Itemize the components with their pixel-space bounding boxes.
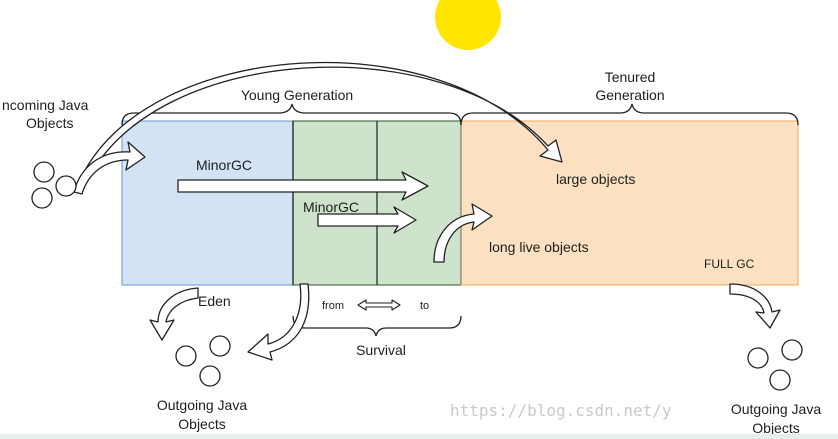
sun-circle bbox=[435, 0, 501, 50]
large-objects-label: large objects bbox=[556, 171, 635, 187]
outgoing-object bbox=[175, 345, 197, 367]
long-live-objects-label: long live objects bbox=[489, 239, 589, 255]
eden-region bbox=[121, 120, 294, 286]
outgoing-java-objects-right-label-2: Objects bbox=[752, 420, 799, 436]
outgoing-object bbox=[769, 369, 791, 391]
young-generation-label: Young Generation bbox=[241, 87, 353, 103]
tenured-region bbox=[460, 120, 799, 286]
tenured-generation-label: Tenured bbox=[605, 69, 656, 85]
eden-out-arrow bbox=[149, 287, 199, 341]
outgoing-object bbox=[209, 335, 231, 357]
promotion-arrow bbox=[433, 203, 493, 263]
survivor-out-arrow bbox=[247, 283, 310, 361]
outgoing-java-objects-left-label: Outgoing Java bbox=[157, 397, 247, 413]
incoming-java-objects-label-2: Objects bbox=[26, 115, 73, 131]
incoming-object bbox=[33, 161, 55, 183]
from-to-double-arrow bbox=[357, 299, 401, 311]
full-gc-out-arrow bbox=[729, 283, 781, 329]
to-label: to bbox=[420, 300, 429, 312]
large-objects-arc-arrow bbox=[81, 61, 563, 177]
incoming-object bbox=[55, 175, 77, 197]
young-generation-brace bbox=[121, 103, 462, 126]
outgoing-java-objects-right-label: Outgoing Java bbox=[731, 401, 821, 417]
outgoing-object bbox=[781, 339, 803, 361]
tenured-generation-brace bbox=[460, 103, 799, 126]
tenured-generation-label-2: Generation bbox=[595, 87, 664, 103]
incoming-to-eden-arrow bbox=[73, 141, 146, 195]
survival-brace bbox=[292, 315, 462, 337]
from-label: from bbox=[322, 300, 344, 312]
full-gc-label: FULL GC bbox=[704, 257, 755, 271]
bottom-strip bbox=[0, 434, 838, 439]
minor-gc-eden-label: MinorGC bbox=[196, 157, 252, 173]
minor-gc-eden-arrow bbox=[177, 171, 429, 201]
watermark: https://blog.csdn.net/y bbox=[450, 401, 672, 420]
incoming-object bbox=[31, 187, 53, 209]
survival-label: Survival bbox=[356, 342, 406, 358]
outgoing-java-objects-left-label-2: Objects bbox=[178, 416, 225, 432]
minor-gc-survivor-arrow bbox=[317, 206, 417, 234]
outgoing-object bbox=[199, 365, 221, 387]
eden-label: Eden bbox=[198, 293, 231, 309]
minor-gc-survivor-label: MinorGC bbox=[303, 199, 359, 215]
outgoing-object bbox=[747, 347, 769, 369]
incoming-java-objects-label: ncoming Java bbox=[2, 97, 89, 113]
